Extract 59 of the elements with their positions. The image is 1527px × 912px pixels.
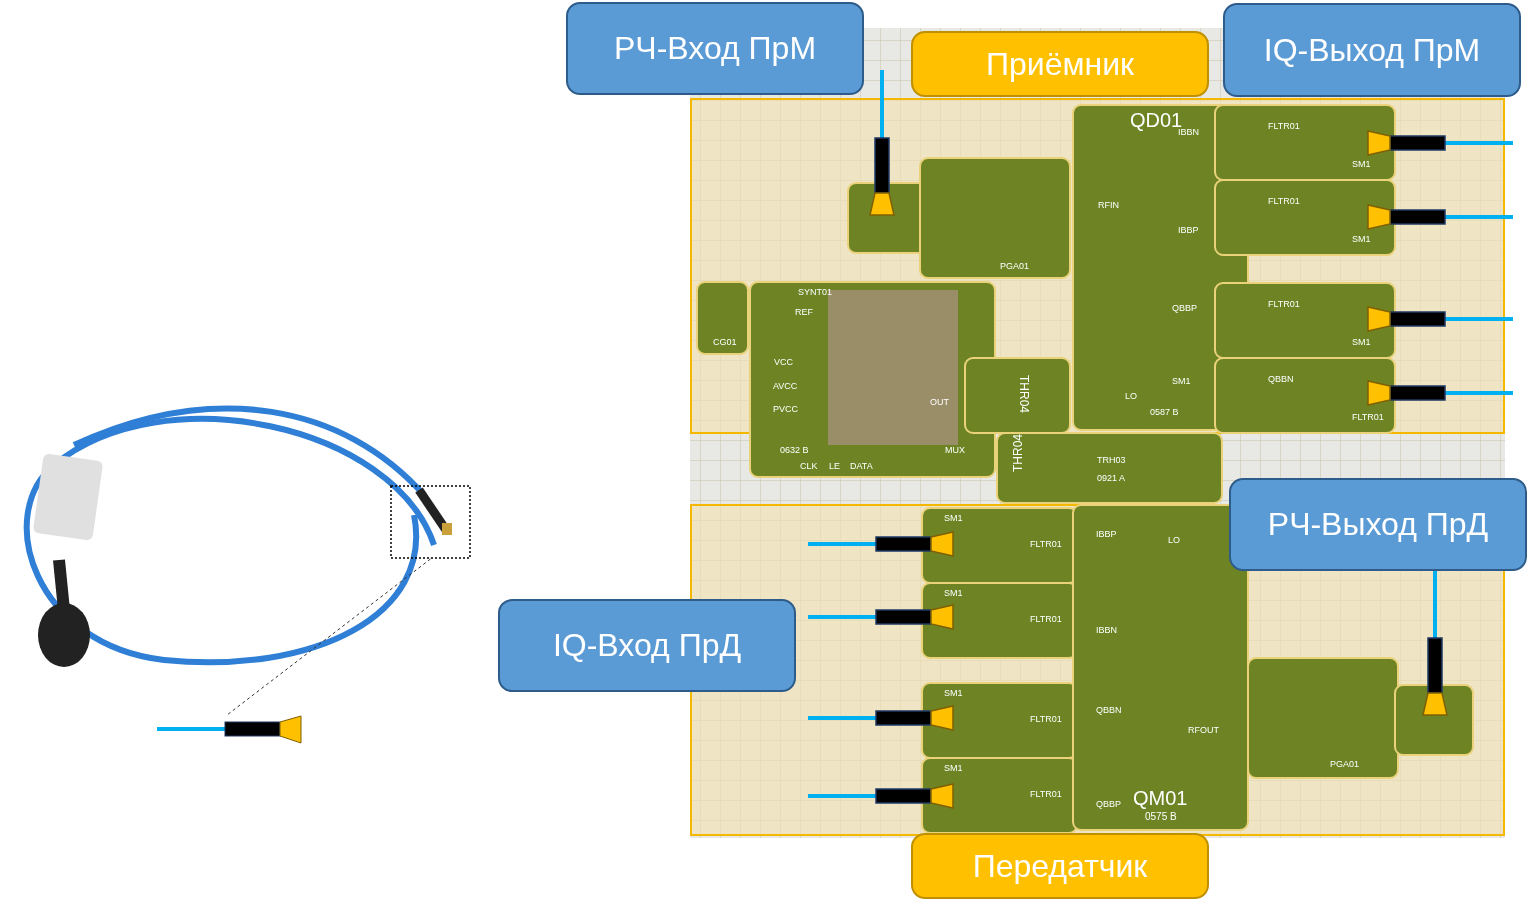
silkscreen-label: 0632 B	[780, 446, 809, 455]
silkscreen-label: IBBP	[1096, 530, 1117, 539]
silkscreen-label: FLTR01	[1352, 413, 1384, 422]
silkscreen-label: IBBN	[1178, 128, 1199, 137]
silkscreen-label: SM1	[1172, 377, 1191, 386]
silkscreen-label: PVCC	[773, 405, 798, 414]
silkscreen-label: QBBP	[1172, 304, 1197, 313]
board-label: 0575 B	[1145, 812, 1177, 822]
silkscreen-label: SM1	[944, 689, 963, 698]
cable-connector-icon	[157, 715, 302, 744]
silkscreen-label: PGA01	[1000, 262, 1030, 271]
silkscreen-label: SM1	[944, 764, 963, 773]
silkscreen-label: VCC	[774, 358, 793, 367]
section-label: Приёмник	[911, 31, 1209, 97]
section-label: Передатчик	[911, 833, 1209, 899]
silkscreen-label: FLTR01	[1268, 197, 1300, 206]
silkscreen-label: FLTR01	[1030, 615, 1062, 624]
silkscreen-label: LO	[1168, 536, 1180, 545]
silkscreen-label: 0921 A	[1097, 474, 1126, 483]
silkscreen-label: CG01	[713, 338, 737, 347]
silkscreen-label: SM1	[1352, 338, 1371, 347]
silkscreen-label: SM1	[944, 514, 963, 523]
silkscreen-label: SM1	[1352, 235, 1371, 244]
input-label: IQ-Вход ПрД	[498, 599, 796, 692]
silkscreen-label: CLK	[800, 462, 818, 471]
silkscreen-label: AVCC	[773, 382, 798, 391]
silkscreen-label: SM1	[944, 589, 963, 598]
silkscreen-label: LE	[829, 462, 840, 471]
silkscreen-label: QBBP	[1096, 800, 1121, 809]
designator-label: THR04	[1012, 434, 1024, 472]
silkscreen-label: IBBN	[1096, 626, 1117, 635]
input-label: РЧ-Вход ПрМ	[566, 2, 864, 95]
output-label: РЧ-Выход ПрД	[1229, 478, 1527, 571]
silkscreen-label: FLTR01	[1030, 790, 1062, 799]
silkscreen-label: MUX	[945, 446, 965, 455]
silkscreen-label: IBBP	[1178, 226, 1199, 235]
zoom-frame	[390, 485, 471, 559]
silkscreen-label: SM1	[1352, 160, 1371, 169]
silkscreen-label: FLTR01	[1030, 715, 1062, 724]
silkscreen-label: LO	[1125, 392, 1137, 401]
silkscreen-label: QBBN	[1268, 375, 1294, 384]
designator-label: QD01	[1130, 110, 1183, 130]
silkscreen-label: FLTR01	[1268, 122, 1300, 131]
silkscreen-label: RFIN	[1098, 201, 1119, 210]
silkscreen-label: PGA01	[1330, 760, 1360, 769]
silkscreen-label: OUT	[930, 398, 949, 407]
silkscreen-label: QBBN	[1096, 706, 1122, 715]
silkscreen-label: FLTR01	[1030, 540, 1062, 549]
leader-line	[226, 558, 431, 716]
designator-label: THR04	[1018, 375, 1030, 413]
silkscreen-label: REF	[795, 308, 813, 317]
silkscreen-label: FLTR01	[1268, 300, 1300, 309]
designator-label: QM01	[1133, 788, 1188, 808]
silkscreen-label: RFOUT	[1188, 726, 1219, 735]
silkscreen-label: TRH03	[1097, 456, 1126, 465]
silkscreen-label: 0587 B	[1150, 408, 1179, 417]
silkscreen-label: DATA	[850, 462, 873, 471]
silkscreen-label: SYNT01	[798, 288, 832, 297]
output-label: IQ-Выход ПрМ	[1223, 3, 1521, 97]
